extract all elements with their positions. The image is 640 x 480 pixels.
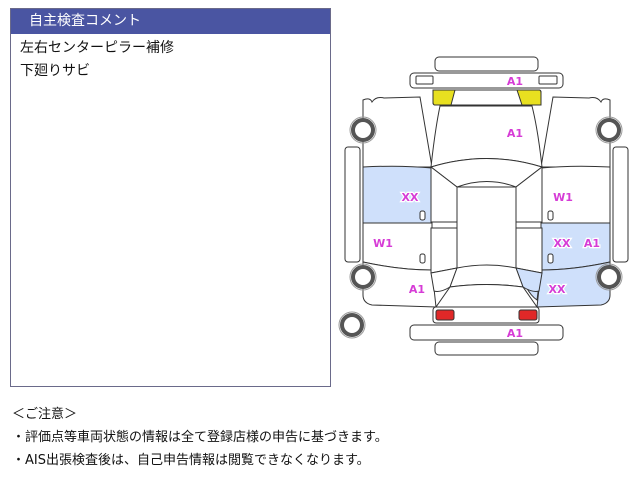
rear-lower-panel [434, 341, 539, 356]
wheel-rim [595, 116, 623, 144]
notes-section: ＜ご注意＞ ・評価点等車両状態の情報は全て登録店様の申告に基づきます。 ・AIS… [12, 403, 388, 472]
damage-label-hood: A1 [507, 127, 523, 140]
left-front-fender [362, 96, 433, 168]
comment-panel-title: 自主検査コメント [11, 9, 330, 34]
right-front-door-handle [547, 210, 554, 221]
damage-label-right-rear-door: XX [554, 237, 571, 250]
headlight-right [516, 89, 542, 106]
damage-label-right-front-door: W1 [553, 191, 573, 204]
damage-label-left-front-door: XX [402, 191, 419, 204]
right-rear-door-handle [547, 253, 554, 264]
wheel-rim [338, 311, 366, 339]
front-bumper [409, 72, 564, 89]
wheel-rim [349, 116, 377, 144]
rear-panel [432, 306, 540, 324]
damage-label-rear-bumper: A1 [507, 327, 523, 340]
right-front-fender [540, 96, 611, 168]
left-side-step [344, 146, 361, 263]
roof [456, 186, 517, 273]
damage-label-right-rear-quarter: XX [549, 283, 566, 296]
trunk [435, 284, 538, 308]
wheel-front-left [351, 118, 375, 142]
front-grille-outline [434, 56, 539, 72]
wheel-rear-left [351, 265, 375, 289]
hood [430, 105, 543, 168]
comment-line: 下廻りサビ [20, 63, 90, 79]
headlight-left [432, 89, 456, 106]
wheel-rim [349, 263, 377, 291]
taillight-left [435, 309, 455, 321]
note-line: ・評価点等車両状態の情報は全て登録店様の申告に基づきます。 [12, 430, 388, 445]
note-line: ・AIS出張検査後は、自己申告情報は閲覧できなくなります。 [12, 453, 370, 468]
front-bumper-slot [415, 75, 434, 85]
damage-label-left-rear-door: W1 [373, 237, 393, 250]
rear-window [449, 264, 524, 288]
wheel-front-right [597, 118, 621, 142]
left-front-door-handle [419, 210, 426, 221]
damage-label-right-rear-door: A1 [584, 237, 600, 250]
right-side-step [612, 146, 629, 263]
rear-bumper [409, 324, 564, 341]
left-rear-door-handle [419, 253, 426, 264]
damage-label-left-rear-quarter: A1 [409, 283, 425, 296]
left-pillar-rear [430, 227, 458, 274]
wheel-rim [595, 263, 623, 291]
right-pillar-rear [515, 227, 543, 274]
taillight-right [518, 309, 538, 321]
wheel-rear-right [597, 265, 621, 289]
spare-tire [340, 313, 364, 337]
damage-label-front-bumper: A1 [507, 75, 523, 88]
notes-heading: ＜ご注意＞ [12, 407, 78, 422]
comment-line: 左右センターピラー補修 [20, 40, 174, 56]
front-bumper-slot [538, 75, 558, 85]
self-inspection-comment-panel: 自主検査コメント 左右センターピラー補修 下廻りサビ [10, 8, 331, 387]
